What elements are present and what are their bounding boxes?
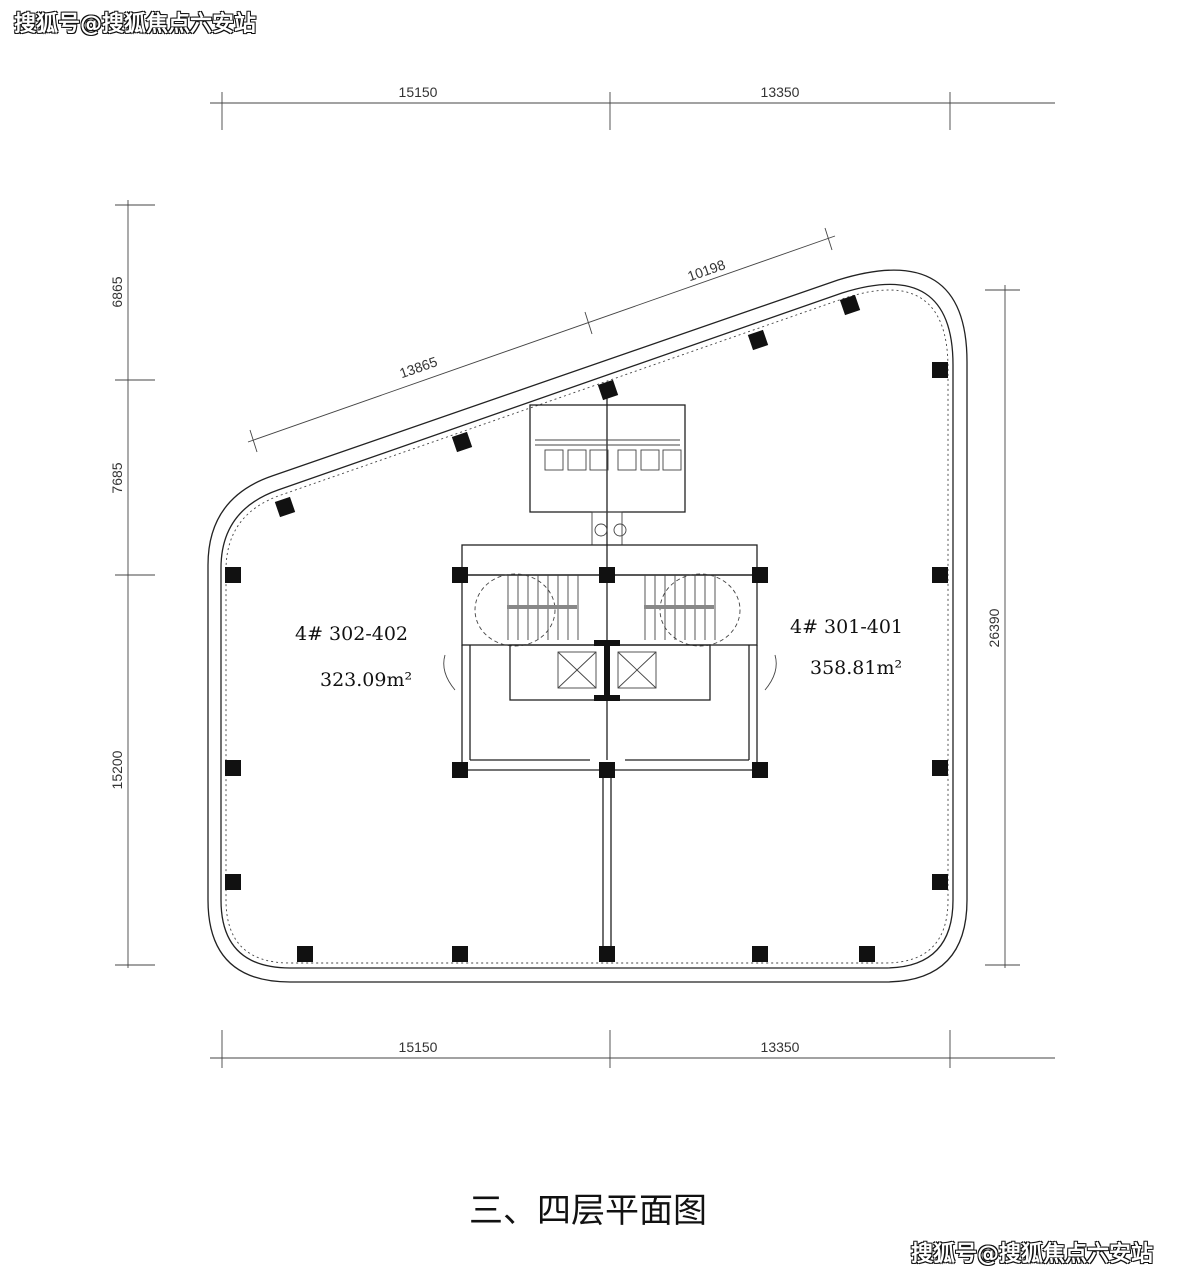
unit-area-right: 358.81m² xyxy=(810,657,902,679)
dim-right: 26390 xyxy=(986,608,1002,647)
structural-columns xyxy=(225,294,948,962)
dim-left-2: 7685 xyxy=(109,462,125,493)
dim-top-left: 15150 xyxy=(399,84,438,100)
dim-bottom-left: 15150 xyxy=(399,1039,438,1055)
dim-left-3: 15200 xyxy=(109,750,125,789)
unit-area-left: 323.09m² xyxy=(320,669,412,691)
dim-slant-2: 10198 xyxy=(685,256,727,284)
watermark-top: 搜狐号@搜狐焦点六安站 xyxy=(14,12,257,37)
plan-title: 三、四层平面图 xyxy=(469,1191,707,1231)
unit-label-left: 4# 302-402 xyxy=(295,623,408,645)
dim-top-right: 13350 xyxy=(761,84,800,100)
service-core xyxy=(443,390,777,955)
dimension-lines xyxy=(115,92,1055,1068)
dim-left-1: 6865 xyxy=(109,276,125,307)
building-outline xyxy=(207,269,968,983)
watermark-bottom: 搜狐号@搜狐焦点六安站 xyxy=(910,1242,1153,1267)
dim-bottom-right: 13350 xyxy=(761,1039,800,1055)
unit-label-right: 4# 301-401 xyxy=(790,616,903,638)
